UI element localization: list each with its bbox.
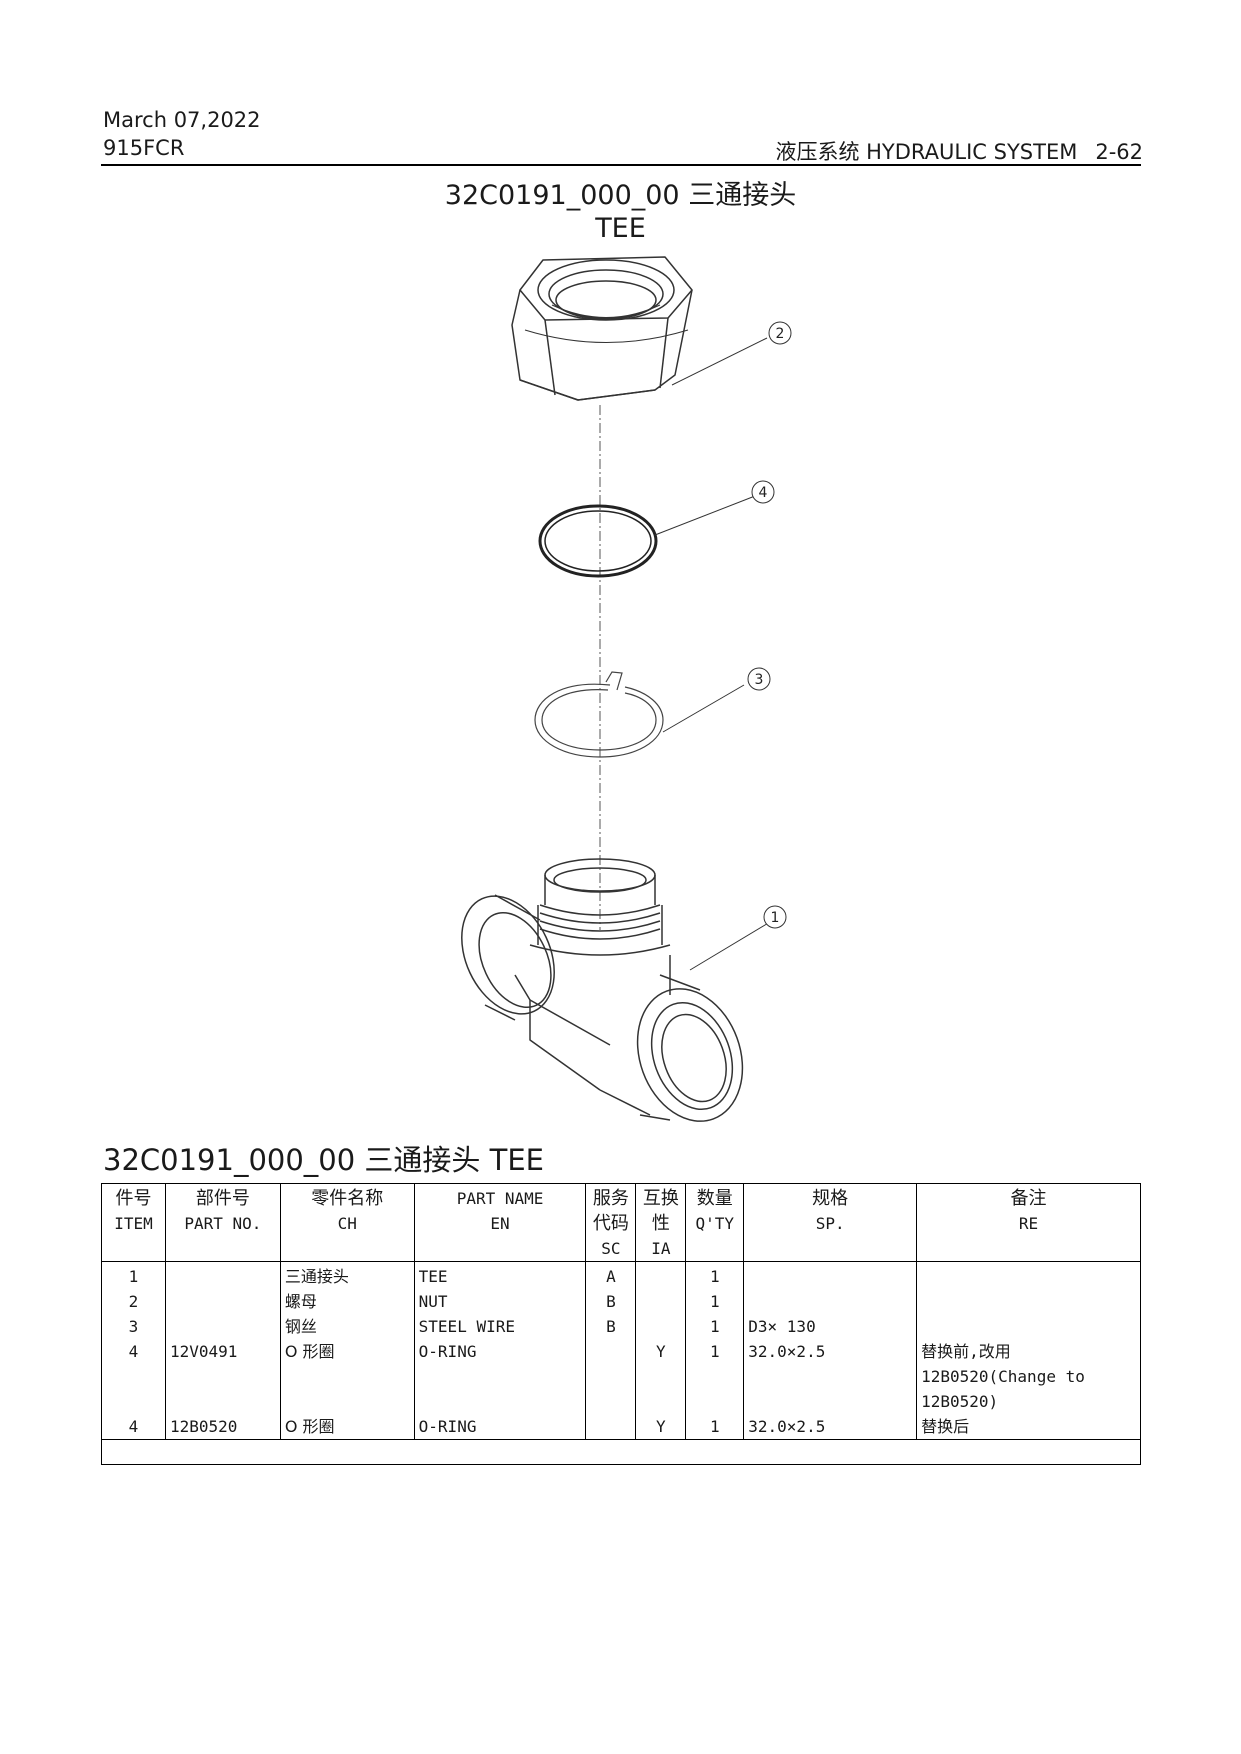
cell-ia <box>635 1289 687 1314</box>
cell-qty: 1 <box>685 1289 745 1314</box>
cell-sc: B <box>585 1314 637 1339</box>
header-system: 液压系统 HYDRAULIC SYSTEM 2-62 <box>775 136 1143 166</box>
cell-name-en: O-RING <box>413 1414 587 1440</box>
callout-3-label: 3 <box>755 672 764 688</box>
tee-body-drawing <box>461 858 744 1122</box>
cell-name-ch: 螺母 <box>279 1289 415 1314</box>
cell-item: 4 <box>101 1414 166 1440</box>
table-row: 2 螺母 NUT B 1 <box>101 1289 1141 1314</box>
cell-spec <box>743 1261 918 1289</box>
callout-2: 2 <box>768 321 792 345</box>
cell-ia: Y <box>635 1414 687 1440</box>
cell-remark <box>916 1314 1141 1339</box>
callout-4: 4 <box>751 480 775 504</box>
header-date: March 07,2022 <box>103 108 261 132</box>
cell-remark <box>916 1289 1141 1314</box>
leader-line-2 <box>671 337 768 386</box>
leader-line-3 <box>662 684 745 733</box>
cell-ia <box>635 1314 687 1339</box>
page-number: 2-62 <box>1095 140 1143 164</box>
cell-sc: A <box>585 1261 637 1289</box>
cell-name-en: O-RING <box>413 1339 587 1414</box>
cell-qty: 1 <box>685 1339 745 1414</box>
table-row: 1 三通接头 TEE A 1 <box>101 1261 1141 1289</box>
cell-part-no <box>164 1314 281 1339</box>
cell-ia: Y <box>635 1339 687 1414</box>
table-row: 4 12B0520 O 形圈 O-RING Y 1 32.0×2.5 替换后 <box>101 1414 1141 1440</box>
table-row: 3 钢丝 STEEL WIRE B 1 D3× 130 <box>101 1314 1141 1339</box>
cell-name-ch: 三通接头 <box>279 1261 415 1289</box>
cell-item: 1 <box>101 1261 166 1289</box>
nut-drawing <box>511 256 693 401</box>
cell-part-no <box>164 1261 281 1289</box>
cell-qty: 1 <box>685 1261 745 1289</box>
cell-part-no: 12B0520 <box>164 1414 281 1440</box>
cell-spec: 32.0×2.5 <box>743 1414 918 1440</box>
cell-remark: 替换前,改用 12B0520(Change to 12B0520) <box>916 1339 1141 1414</box>
cell-ia <box>635 1261 687 1289</box>
cell-name-en: NUT <box>413 1289 587 1314</box>
cell-spec <box>743 1289 918 1314</box>
cell-name-en: STEEL WIRE <box>413 1314 587 1339</box>
leader-line-4 <box>654 495 756 536</box>
cell-spec: D3× 130 <box>743 1314 918 1339</box>
cell-name-ch: O 形圈 <box>279 1339 415 1414</box>
cell-name-ch: 钢丝 <box>279 1314 415 1339</box>
callout-1-label: 1 <box>771 910 780 926</box>
parts-table-title: 32C0191_000_00 三通接头 TEE <box>103 1143 545 1177</box>
header-system-label: 液压系统 HYDRAULIC SYSTEM <box>775 140 1078 164</box>
drawing-title: 32C0191_000_00 三通接头 <box>444 180 797 211</box>
table-empty-row <box>101 1439 1141 1465</box>
cell-qty: 1 <box>685 1414 745 1440</box>
empty-cell <box>101 1439 1141 1465</box>
cell-name-en: TEE <box>413 1261 587 1289</box>
o-ring-drawing <box>538 504 658 578</box>
cell-item: 3 <box>101 1314 166 1339</box>
cell-item: 2 <box>101 1289 166 1314</box>
cell-remark <box>916 1261 1141 1289</box>
cell-part-no: 12V0491 <box>164 1339 281 1414</box>
cell-name-ch: O 形圈 <box>279 1414 415 1440</box>
header-model: 915FCR <box>103 136 185 160</box>
cell-remark: 替换后 <box>916 1414 1141 1440</box>
callout-1: 1 <box>763 905 787 929</box>
callout-3: 3 <box>747 667 771 691</box>
callout-2-label: 2 <box>776 326 785 342</box>
cell-sc <box>585 1414 637 1440</box>
header-divider <box>101 164 1141 166</box>
table-row: 4 12V0491 O 形圈 O-RING Y 1 32.0×2.5 替换前,改… <box>101 1339 1141 1414</box>
cell-sc: B <box>585 1289 637 1314</box>
drawing-subtitle: TEE <box>595 213 646 244</box>
cell-item: 4 <box>101 1339 166 1414</box>
cell-qty: 1 <box>685 1314 745 1339</box>
callout-4-label: 4 <box>759 485 768 501</box>
steel-wire-drawing <box>534 671 664 758</box>
cell-spec: 32.0×2.5 <box>743 1339 918 1414</box>
leader-line-1 <box>689 921 771 971</box>
cell-part-no <box>164 1289 281 1314</box>
cell-sc <box>585 1339 637 1414</box>
